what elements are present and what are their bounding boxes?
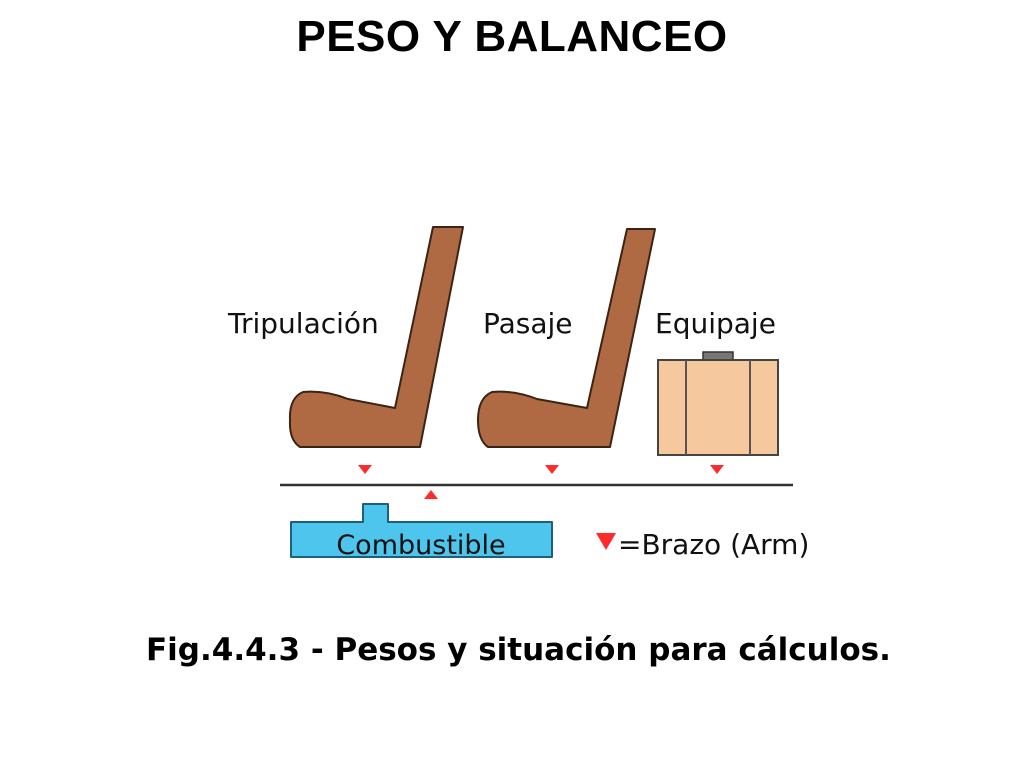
legend-arm-marker-icon xyxy=(596,533,616,550)
slide-title: PESO Y BALANCEO xyxy=(296,12,728,61)
crew-seat-icon xyxy=(288,226,464,448)
figure-caption: Fig.4.4.3 - Pesos y situación para cálcu… xyxy=(146,632,891,668)
legend-label: =Brazo (Arm) xyxy=(618,528,809,561)
fuel-tank-icon xyxy=(290,503,553,558)
fuel-arm-marker-icon xyxy=(424,490,438,499)
suitcase-icon xyxy=(657,351,779,456)
crew-arm-marker-icon xyxy=(358,465,372,474)
crew-label: Tripulación xyxy=(227,307,379,340)
passenger-seat-icon xyxy=(477,228,656,448)
passenger-arm-marker-icon xyxy=(545,465,559,474)
passengers-label: Pasaje xyxy=(483,307,573,340)
baggage-arm-marker-icon xyxy=(710,465,724,474)
fuel-label: Combustible xyxy=(336,530,505,561)
baggage-label: Equipaje xyxy=(655,307,776,340)
